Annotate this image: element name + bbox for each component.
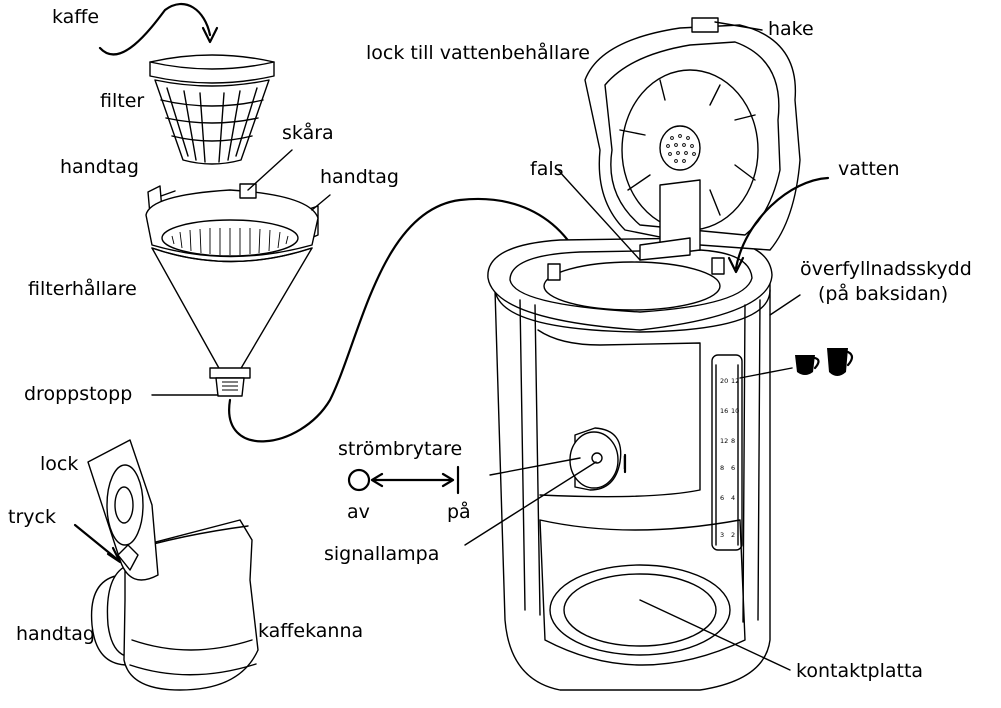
scale-left-4: 8 <box>720 464 724 472</box>
filter-drawing <box>149 54 275 165</box>
coffee-maker-drawing <box>487 237 773 691</box>
label-kaffe: kaffe <box>52 6 100 28</box>
scale-right-6: 2 <box>731 531 735 539</box>
scale-right-5: 4 <box>731 494 735 502</box>
label-lock-kanna: lock <box>40 453 79 475</box>
scale-left-1: 20 <box>720 377 728 385</box>
label-handtag-filter-right: handtag <box>320 166 399 188</box>
cups-icon <box>795 348 854 376</box>
label-kontaktplatta: kontaktplatta <box>796 660 924 682</box>
label-handtag-filter-left: handtag <box>60 156 139 178</box>
scale-right-2: 10 <box>731 407 739 415</box>
label-pa: på <box>447 501 471 523</box>
label-fals: fals <box>530 158 564 180</box>
label-kaffekanna: kaffekanna <box>258 620 364 642</box>
label-droppstopp: droppstopp <box>24 383 133 405</box>
scale-left-3: 12 <box>720 437 728 445</box>
label-skara: skåra <box>282 122 334 144</box>
label-strombrytare: strömbrytare <box>338 438 463 460</box>
label-lock-vattenbehallare: lock till vattenbehållare <box>366 42 590 64</box>
scale-right-3: 8 <box>731 437 735 445</box>
label-handtag-kanna: handtag <box>16 623 95 645</box>
water-level-scale: 20 16 12 8 6 3 12 10 8 6 4 2 <box>720 377 739 539</box>
label-signallampa: signallampa <box>324 543 440 565</box>
label-pa-baksidan: (på baksidan) <box>818 283 949 305</box>
label-tryck: tryck <box>8 506 56 528</box>
scale-right-1: 12 <box>731 377 739 385</box>
label-hake: hake <box>768 18 814 40</box>
scale-left-5: 6 <box>720 494 724 502</box>
carafe-drawing <box>73 439 259 691</box>
label-overfyllnadsskydd: överfyllnadsskydd <box>800 258 972 280</box>
reservoir-lid-drawing <box>584 17 801 261</box>
label-vatten: vatten <box>838 158 900 180</box>
leader-lines <box>151 21 830 671</box>
scale-left-6: 3 <box>720 531 724 539</box>
filter-holder-drawing <box>145 183 319 397</box>
label-switch-mark: I <box>622 453 628 474</box>
label-filterhallare: filterhållare <box>28 278 137 300</box>
kaffe-arrow <box>98 3 219 56</box>
label-av: av <box>347 501 370 523</box>
scale-right-4: 6 <box>731 464 735 472</box>
scale-left-2: 16 <box>720 407 728 415</box>
label-filter: filter <box>100 90 145 112</box>
